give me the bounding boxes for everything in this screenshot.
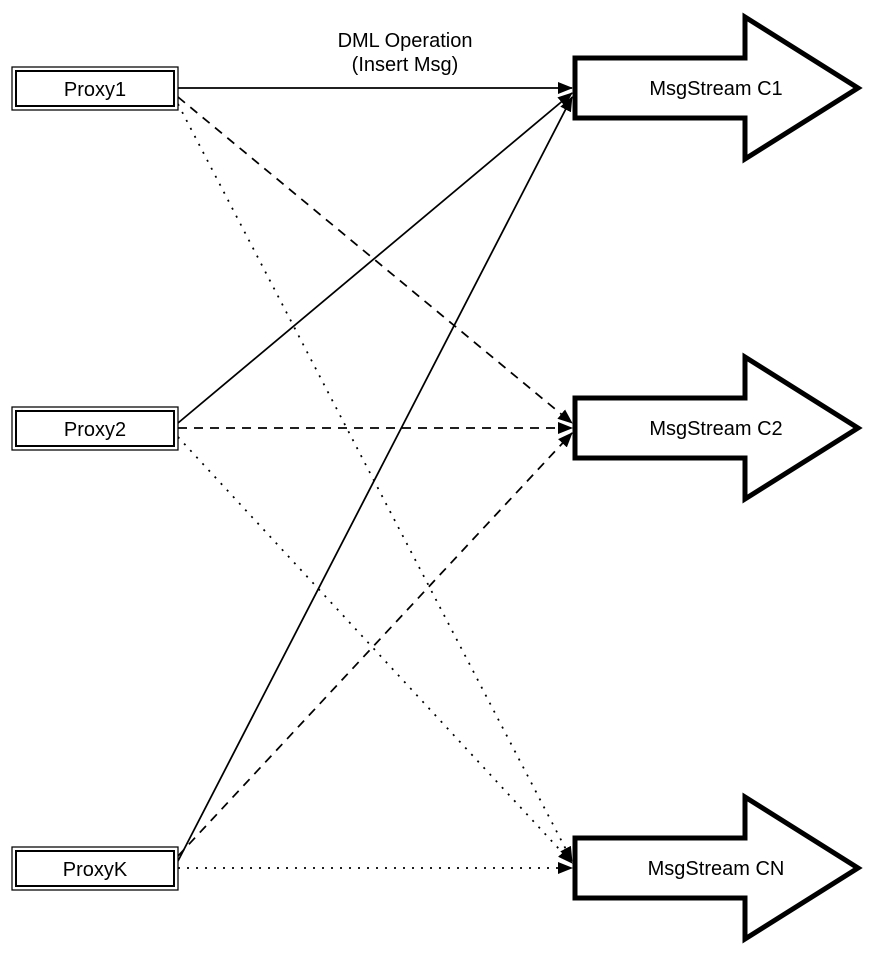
msgstream-c1-label: MsgStream C1 bbox=[649, 78, 782, 100]
dml-operation-label: DML Operation (Insert Msg) bbox=[338, 30, 473, 76]
edge-group bbox=[177, 82, 573, 874]
msgstream-cn-node: MsgStream CN bbox=[572, 792, 863, 944]
msgstream-c1-arrow-shape bbox=[572, 12, 863, 164]
proxy2-node: Proxy2 bbox=[11, 406, 179, 451]
msgstream-c2-node: MsgStream C2 bbox=[572, 352, 863, 504]
edge-proxyk-msgstream-c2 bbox=[177, 432, 573, 857]
dml-operation-label-line1: DML Operation bbox=[338, 30, 473, 52]
edge-proxyk-msgstream-c1 bbox=[177, 96, 573, 862]
proxyk-box-inner bbox=[15, 850, 175, 887]
proxyk-node: ProxyK bbox=[11, 846, 179, 891]
edge-proxy2-msgstream-cn bbox=[177, 436, 573, 864]
msgstream-cn-label: MsgStream CN bbox=[648, 858, 785, 880]
proxy1-label: Proxy1 bbox=[64, 79, 126, 101]
proxy1-box-inner bbox=[15, 70, 175, 107]
edge-proxy1-msgstream-c2 bbox=[177, 96, 573, 424]
proxyk-box-outer bbox=[11, 846, 179, 891]
proxy1-node: Proxy1 bbox=[11, 66, 179, 111]
msgstream-c1-node: MsgStream C1 bbox=[572, 12, 863, 164]
proxy2-box-inner bbox=[15, 410, 175, 447]
msgstream-c2-label: MsgStream C2 bbox=[649, 418, 782, 440]
msgstream-cn-arrow-shape bbox=[572, 792, 863, 944]
proxyk-label: ProxyK bbox=[63, 859, 128, 881]
proxy2-box-outer bbox=[11, 406, 179, 451]
proxy2-label: Proxy2 bbox=[64, 419, 126, 441]
edge-proxy1-msgstream-cn bbox=[177, 103, 573, 862]
edge-proxy2-msgstream-c1 bbox=[177, 92, 573, 424]
dml-operation-label-line2: (Insert Msg) bbox=[352, 54, 459, 76]
proxy1-box-outer bbox=[11, 66, 179, 111]
msgstream-c2-arrow-shape bbox=[572, 352, 863, 504]
